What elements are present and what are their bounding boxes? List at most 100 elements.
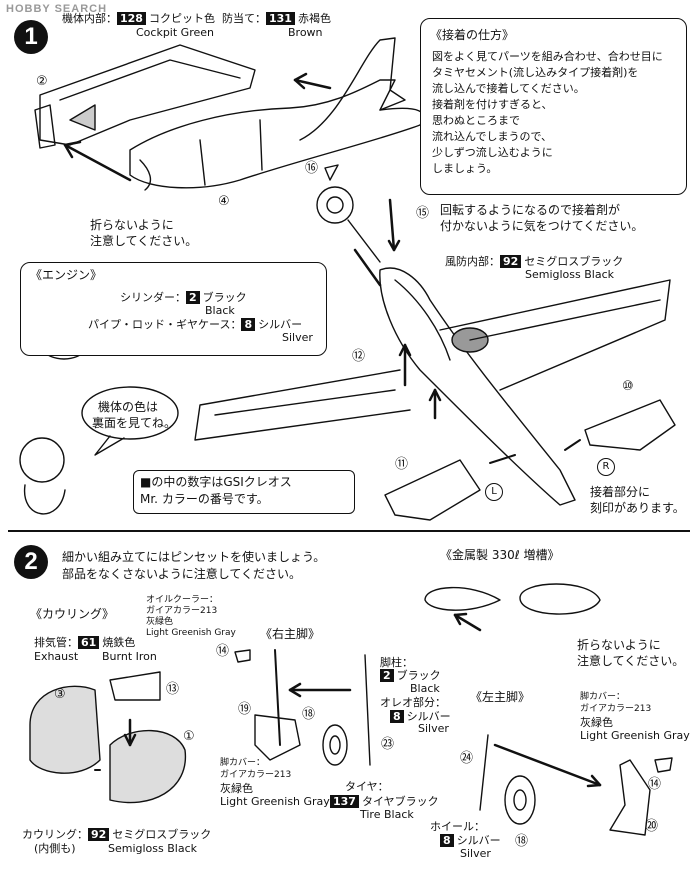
mark-note-1: 接着部分に <box>590 485 651 499</box>
left-cover-label: 脚カバー： <box>580 692 626 702</box>
strut-color-en: Black <box>410 682 440 695</box>
tank-note-1: 折らないように <box>577 638 661 652</box>
exhaust-color-ja: 焼鉄色 <box>102 636 136 649</box>
cowl-color-ja: セミグロスブラック <box>112 828 212 841</box>
cowl-inner-label-text: 風防内部： <box>445 255 500 268</box>
color-code-8c: 8 <box>440 834 454 847</box>
bulkhead-color-ja: 赤褐色 <box>297 12 331 25</box>
tweezers-note-2: 部品をなくさないように注意してください。 <box>62 567 302 581</box>
left-gear-title: 《左主脚》 <box>470 690 531 704</box>
oleo-color-en: Silver <box>418 722 449 735</box>
part-2: ② <box>36 74 48 89</box>
left-cover-sub1: ガイアカラー213 <box>580 704 652 714</box>
cowl-color-en: Semigloss Black <box>108 842 198 855</box>
oleo-color-ja: シルバー <box>406 710 451 723</box>
part-11: ⑪ <box>395 457 409 472</box>
mark-note-2: 刻印があります。 <box>590 501 685 515</box>
part-3: ③ <box>54 687 66 702</box>
part-14b: ⑭ <box>648 777 662 792</box>
tire-label: タイヤ： <box>345 780 389 793</box>
color-code-128: 128 <box>117 12 146 25</box>
engine-box <box>20 262 327 356</box>
part-20: ⑳ <box>645 819 659 834</box>
right-cover-sub1: ガイアカラー213 <box>220 770 292 780</box>
right-gear-title: 《右主脚》 <box>260 627 321 641</box>
cowl-label-2: (内側も) <box>34 842 76 855</box>
bulkhead-label-text: 防当て： <box>222 12 266 25</box>
cylinder-color-en: Black <box>205 304 235 317</box>
glue-line-5: 思わぬところまで <box>432 114 520 127</box>
glue-line-6: 流れ込んでしまうので、 <box>432 130 553 143</box>
no-fold-note-1: 折らないように <box>90 218 174 232</box>
part-14a: ⑭ <box>216 644 230 659</box>
gsi-note-box <box>133 470 355 514</box>
fuel-tank-title: 《金属製 330ℓ 増槽》 <box>440 548 560 562</box>
glue-line-2: タミヤセメント(流し込みタイプ接着剤)を <box>432 66 639 79</box>
exhaust-label-text: 排気管： <box>34 636 78 649</box>
fuselage-inner-color-en: Cockpit Green <box>136 26 214 39</box>
color-code-8b: 8 <box>390 710 404 723</box>
cowl-inner-color-en: Semigloss Black <box>525 268 615 281</box>
cowling-title: 《カウリング》 <box>30 607 115 621</box>
cylinder-color-ja: ブラック <box>202 291 247 304</box>
glue-line-8: しましょう。 <box>432 162 498 175</box>
part-18a: ⑱ <box>302 707 316 722</box>
mark-l: L <box>485 483 503 501</box>
tank-note-2: 注意してください。 <box>577 654 685 668</box>
part-15: ⑮ <box>416 206 430 221</box>
part-23: ㉓ <box>381 737 395 752</box>
part-18b: ⑱ <box>515 834 529 849</box>
pipe-color-en: Silver <box>282 331 313 344</box>
glue-method-box <box>420 18 687 195</box>
pipe-color-ja: シルバー <box>258 318 303 331</box>
part-13: ⑬ <box>166 682 180 697</box>
left-cover-color-en: Light Greenish Gray <box>580 729 690 742</box>
part-1: ① <box>183 729 195 744</box>
color-code-137: 137 <box>330 795 359 808</box>
oil-cooler-sub1: ガイアカラー213 <box>146 606 218 616</box>
gsi-note-1: ■の中の数字はGSIクレオス <box>140 475 292 489</box>
bubble-line-1: 機体の色は <box>98 400 159 414</box>
color-name-ja: コクピット色 <box>148 12 215 25</box>
wheel-color-ja: シルバー <box>456 834 501 847</box>
oil-cooler-label: オイルクーラー： <box>146 595 219 605</box>
mark-r: R <box>597 458 615 476</box>
propeller-note-2: 付かないように気をつけてください。 <box>440 219 644 233</box>
color-code-8: 8 <box>241 318 256 331</box>
color-code-61: 61 <box>78 636 100 649</box>
glue-method-title: 《接着の仕方》 <box>430 28 515 42</box>
right-cover-label: 脚カバー： <box>220 758 266 768</box>
pipe-label-text: パイプ・ロッド・ギヤケース： <box>88 318 242 331</box>
glue-line-7: 少しずつ流し込むように <box>432 146 553 159</box>
step-2-badge: 2 <box>14 545 48 579</box>
cowl-label-text: カウリング： <box>22 828 88 841</box>
color-code-92b: 92 <box>88 828 110 841</box>
no-fold-note-2: 注意してください。 <box>90 234 198 248</box>
left-cover-sub2: 灰緑色 <box>580 716 613 729</box>
tweezers-note-1: 細かい組み立てにはピンセットを使いましょう。 <box>62 550 326 564</box>
tire-color-en: Tire Black <box>360 808 414 821</box>
gsi-note-2: Mr. カラーの番号です。 <box>140 492 269 506</box>
cylinder-label-text: シリンダー： <box>120 291 186 304</box>
color-code-131: 131 <box>266 12 295 25</box>
wheel-label: ホイール： <box>430 820 485 833</box>
glue-line-3: 流し込んで接着してください。 <box>432 82 585 95</box>
part-19: ⑲ <box>238 702 252 717</box>
oil-cooler-sub2: 灰緑色 <box>146 617 174 627</box>
propeller-note-1: 回転するようになるので接着剤が <box>440 203 621 217</box>
part-4: ④ <box>218 194 230 209</box>
wheel-color-en: Silver <box>460 847 491 860</box>
glue-line-1: 図をよく見てパーツを組み合わせ、合わせ目に <box>432 50 663 63</box>
tire-color-ja: タイヤブラック <box>361 795 439 808</box>
right-cover-color-en: Light Greenish Gray <box>220 795 330 808</box>
